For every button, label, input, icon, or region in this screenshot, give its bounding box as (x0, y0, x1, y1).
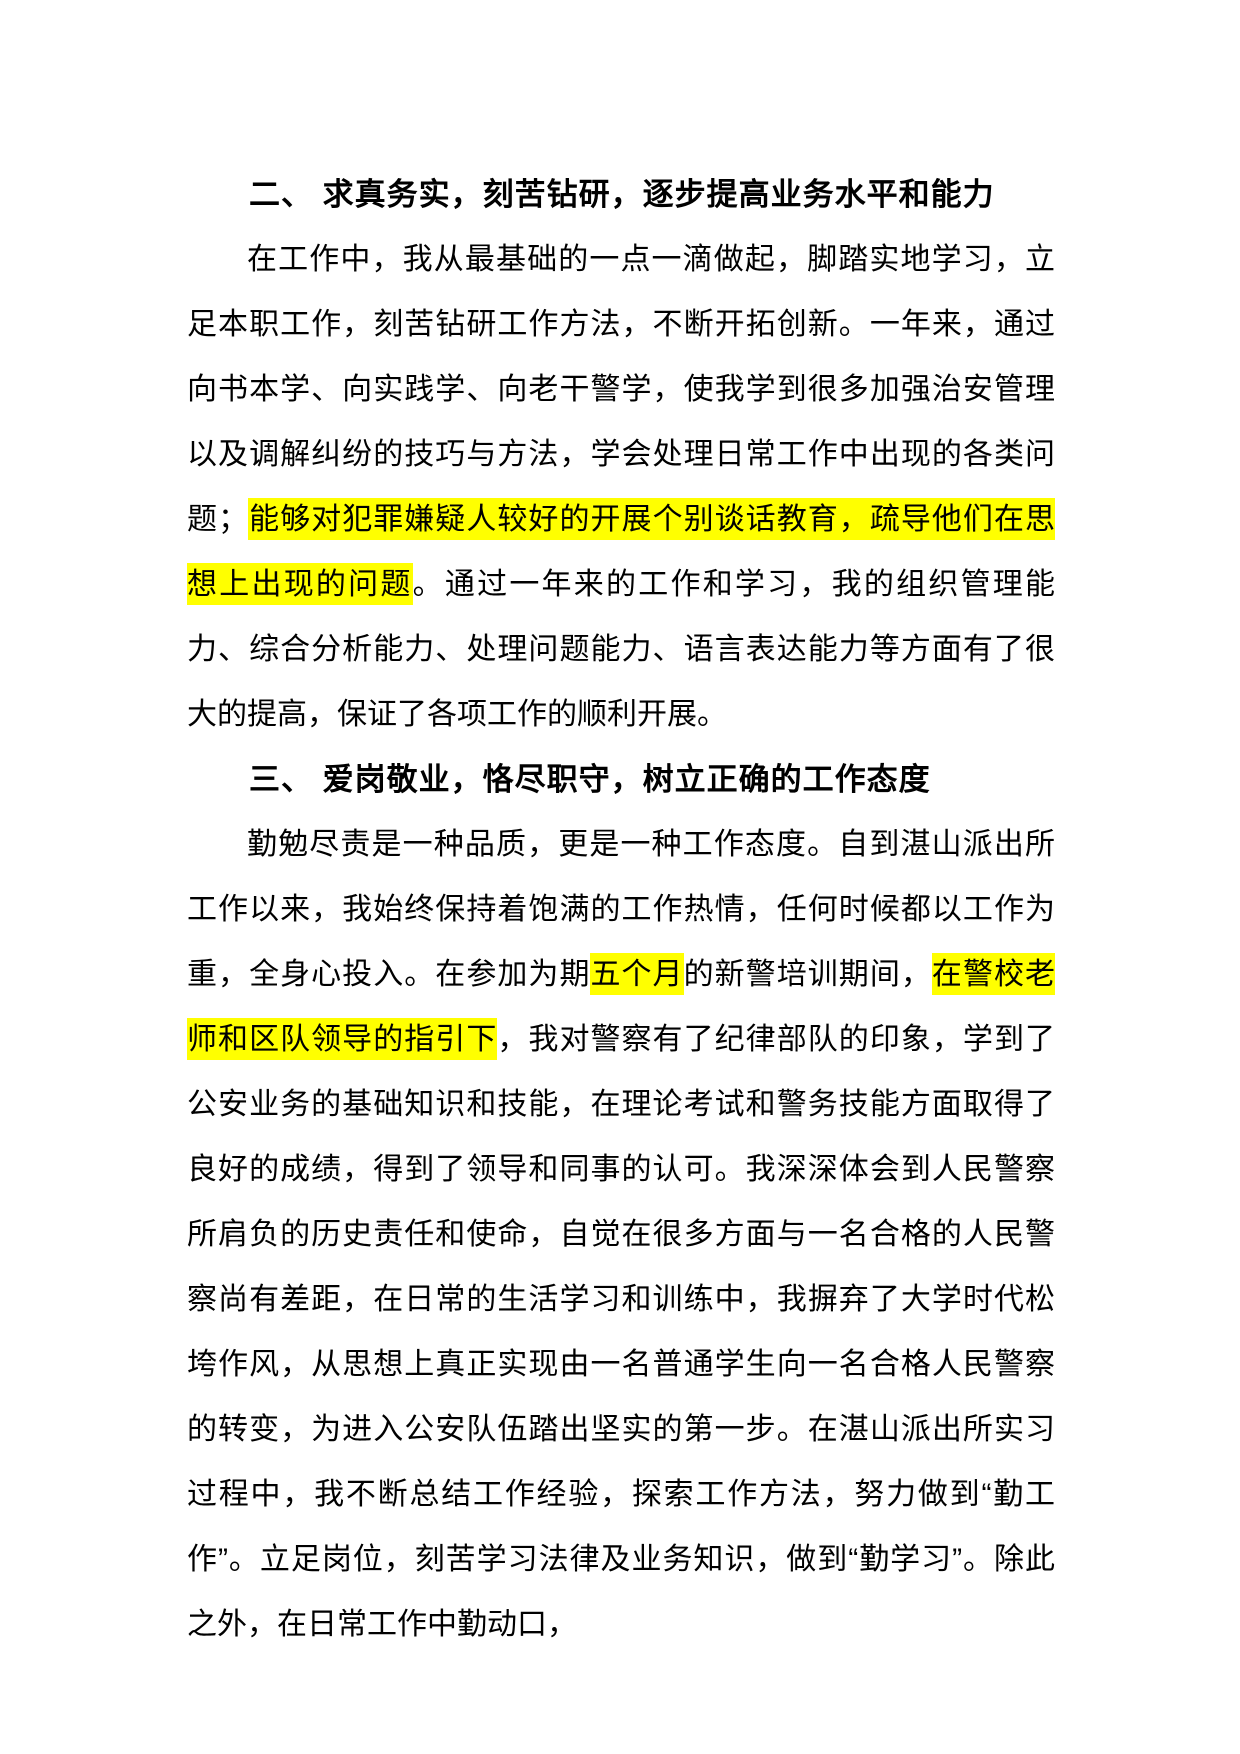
section-qiuzhenwushi: 二、 求真务实，刻苦钻研，逐步提高业务水平和能力 在工作中，我从最基础的一点一滴… (187, 162, 1056, 747)
section-paragraph: 在工作中，我从最基础的一点一滴做起，脚踏实地学习，立足本职工作，刻苦钻研工作方法… (187, 227, 1056, 747)
text-run: ，我对警察有了纪律部队的印象，学到了公安业务的基础知识和技能，在理论考试和警务技… (187, 1023, 1056, 1641)
section-aigangjingye: 三、 爱岗敬业，恪尽职守，树立正确的工作态度 勤勉尽责是一种品质，更是一种工作态… (187, 747, 1056, 1657)
text-run: 。通过一年来的工作和学习，我的组织管理能力、综合分析能力、处理问题能力、语言表达… (187, 568, 1056, 731)
section-heading: 三、 爱岗敬业，恪尽职守，树立正确的工作态度 (249, 762, 931, 797)
document-content: 二、 求真务实，刻苦钻研，逐步提高业务水平和能力 在工作中，我从最基础的一点一滴… (187, 0, 1056, 1657)
section-paragraph: 勤勉尽责是一种品质，更是一种工作态度。自到湛山派出所工作以来，我始终保持着饱满的… (187, 812, 1056, 1657)
section-heading: 二、 求真务实，刻苦钻研，逐步提高业务水平和能力 (249, 177, 995, 212)
text-run: 的新警培训期间， (683, 958, 932, 991)
text-run: 勤勉尽责是一种品质，更是一种工作态度。自到湛山派出所工作以来，我始终保持着饱满的… (187, 828, 1055, 991)
text-run: 在工作中，我从最基础的一点一滴做起，脚踏实地学习，立足本职工作，刻苦钻研工作方法… (187, 243, 1055, 536)
highlighted-text-run: 五个月 (590, 953, 684, 995)
